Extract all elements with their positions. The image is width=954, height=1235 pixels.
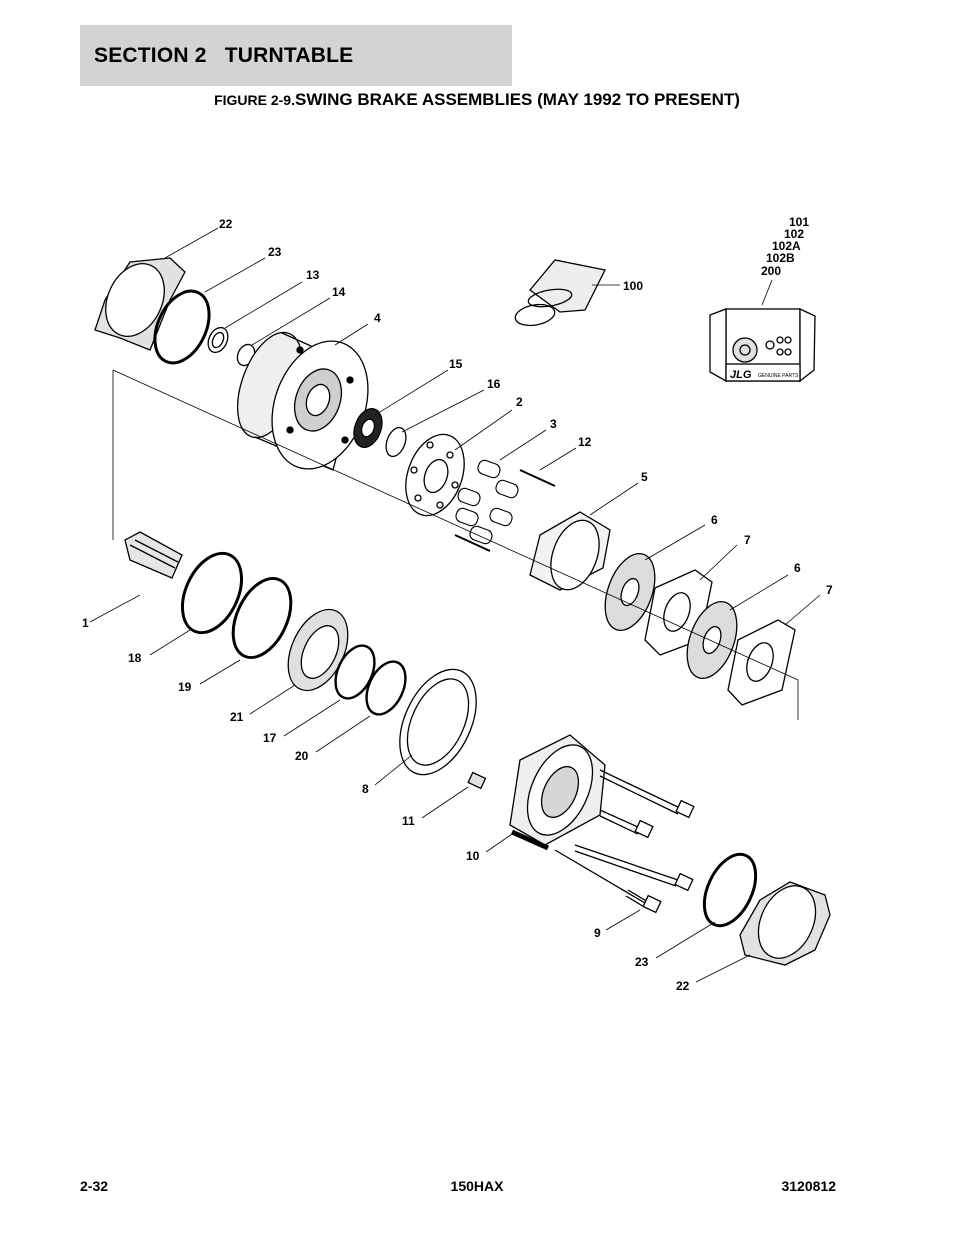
callout-17: 17 [263, 731, 277, 745]
o-ring-19 [231, 576, 293, 660]
retaining-ring-16 [385, 426, 407, 458]
pin-12b [454, 534, 491, 552]
bolts [554, 769, 695, 914]
kit-logo: JLG [730, 369, 752, 381]
seal-cover-21 [287, 608, 349, 692]
piston-plate [405, 433, 465, 517]
brake-cover [509, 734, 606, 851]
seal-13 [207, 326, 229, 354]
callout-6a: 6 [711, 513, 718, 527]
seal-kit-bag [514, 259, 606, 327]
gasket-bottom [739, 881, 831, 966]
callout-2: 2 [516, 395, 523, 409]
model-name: 150HAX [450, 1178, 504, 1194]
figure-title: FIGURE 2-9.SWING BRAKE ASSEMBLIES (MAY 1… [0, 90, 954, 110]
section-name: TURNTABLE [224, 43, 354, 67]
callout-7a: 7 [744, 533, 751, 547]
callout-9: 9 [594, 926, 601, 940]
callout-11: 11 [402, 814, 415, 828]
plug-11 [467, 771, 487, 790]
o-ring-bottom [702, 852, 758, 928]
shaft [124, 531, 183, 579]
callout-23-bottom: 23 [635, 955, 649, 969]
o-ring-top [153, 289, 211, 365]
callout-200: 200 [761, 264, 781, 278]
gasket-8 [399, 668, 477, 776]
callout-16: 16 [487, 377, 501, 391]
section-header: SECTION 2 TURNTABLE [80, 25, 512, 86]
gasket-top [94, 257, 186, 351]
friction-disc-b [686, 601, 738, 679]
callout-102: 102 [784, 227, 804, 241]
callout-102a: 102A [772, 239, 801, 253]
callout-10: 10 [466, 849, 480, 863]
callout-4: 4 [374, 311, 381, 325]
springs [455, 459, 519, 545]
kit-badge: GENUINE PARTS [758, 373, 799, 379]
stator-cup [529, 511, 611, 591]
callout-18: 18 [128, 651, 142, 665]
brake-housing [237, 331, 369, 471]
callout-20: 20 [295, 749, 309, 763]
callout-5: 5 [641, 470, 648, 484]
callout-8: 8 [362, 782, 369, 796]
figure-caption: SWING BRAKE ASSEMBLIES (MAY 1992 TO PRES… [294, 90, 740, 109]
callout-100: 100 [623, 279, 643, 293]
parts-kit-box [709, 307, 816, 383]
callout-3: 3 [550, 417, 557, 431]
o-ring-18 [180, 551, 244, 635]
callout-14: 14 [332, 285, 346, 299]
callout-7b: 7 [826, 583, 833, 597]
callout-23-top: 23 [268, 245, 282, 259]
callout-15: 15 [449, 357, 463, 371]
section-label: SECTION 2 [94, 43, 207, 67]
figure-number: FIGURE 2-9. [214, 92, 295, 108]
callout-101: 101 [789, 215, 809, 229]
callout-22-bottom: 22 [676, 979, 690, 993]
callout-22-top: 22 [219, 217, 233, 231]
callout-19: 19 [178, 680, 192, 694]
document-number: 3120812 [781, 1178, 836, 1194]
callout-1: 1 [82, 616, 89, 630]
o-ring-20 [365, 660, 407, 716]
page-number: 2-32 [80, 1178, 109, 1194]
callout-6b: 6 [794, 561, 801, 575]
stator-plate-b [727, 619, 796, 706]
pin-12a [519, 469, 556, 487]
callout-13: 13 [306, 268, 320, 282]
callout-102b: 102B [766, 251, 795, 265]
callout-12: 12 [578, 435, 592, 449]
callout-21: 21 [230, 710, 244, 724]
friction-disc-a [604, 553, 656, 631]
